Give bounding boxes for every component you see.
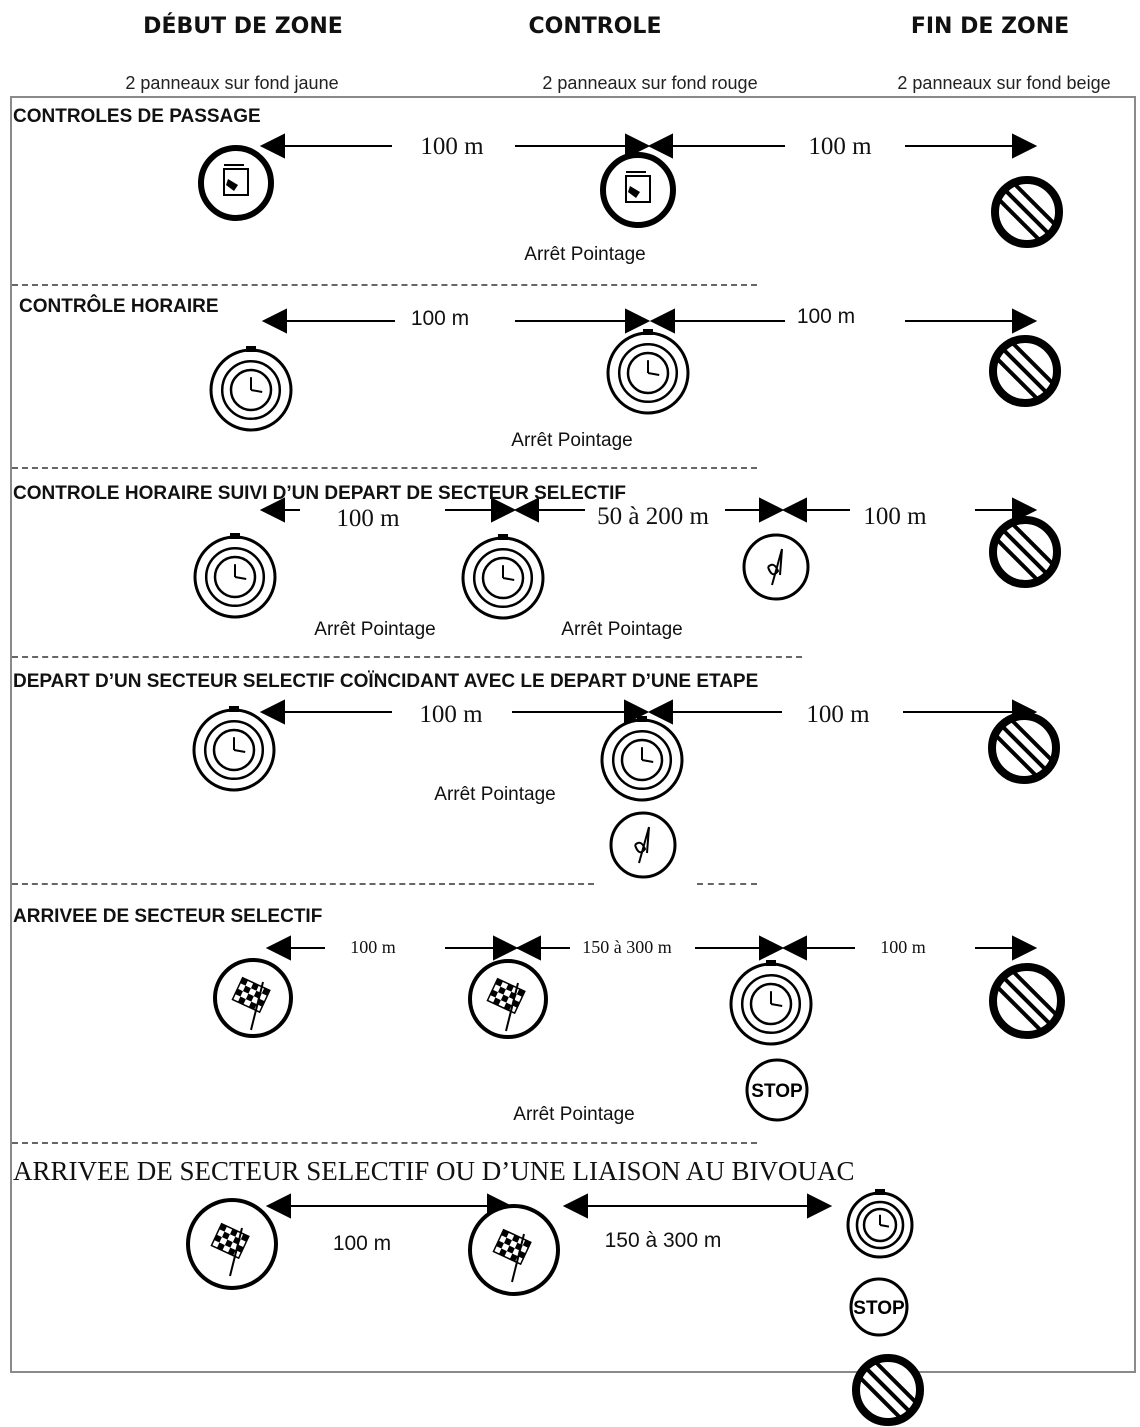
distance-label: 100 m bbox=[416, 133, 488, 161]
arrowhead bbox=[625, 133, 651, 159]
end-zone-sign bbox=[991, 176, 1063, 248]
stop-sign: STOP bbox=[745, 1058, 809, 1122]
stop-text: STOP bbox=[853, 1298, 905, 1319]
arrowhead bbox=[265, 1193, 291, 1219]
time-control-sign bbox=[193, 533, 277, 619]
diagram-frame bbox=[10, 96, 1136, 1373]
arrowhead bbox=[265, 935, 291, 961]
end-zone-sign bbox=[989, 516, 1061, 588]
end-zone-sign bbox=[989, 963, 1065, 1039]
section-separator bbox=[12, 284, 757, 286]
time-control-sign bbox=[209, 346, 293, 432]
section-separator bbox=[12, 467, 757, 469]
stop-sign: STOP bbox=[849, 1277, 909, 1337]
section-title-controle-horaire: CONTRÔLE HORAIRE bbox=[19, 296, 219, 317]
arrowhead bbox=[759, 497, 785, 523]
checkered-flag-sign bbox=[213, 958, 293, 1038]
time-control-sign bbox=[600, 716, 684, 802]
distance-label: 150 à 300 m bbox=[604, 1229, 722, 1252]
arrowhead bbox=[1012, 935, 1038, 961]
start-selective-sign bbox=[609, 811, 677, 879]
checkered-flag-sign bbox=[186, 1198, 278, 1290]
arrowhead bbox=[647, 699, 673, 725]
subheader-fin: 2 panneaux sur fond beige bbox=[897, 73, 1111, 93]
distance-label: 100 m bbox=[804, 133, 876, 161]
arrowhead bbox=[259, 497, 285, 523]
end-zone-sign bbox=[988, 712, 1060, 784]
distance-label: 100 m bbox=[332, 505, 404, 533]
distance-label: 100 m bbox=[415, 701, 487, 729]
section-title-depart-secteur-etape: DEPART D’UN SECTEUR SELECTIF COÏNCIDANT … bbox=[13, 671, 759, 692]
distance-label: 150 à 300 m bbox=[578, 937, 676, 958]
distance-label: 100 m bbox=[876, 937, 930, 958]
distance-label: 100 m bbox=[859, 503, 931, 531]
arrowhead bbox=[493, 935, 519, 961]
time-control-sign bbox=[606, 329, 690, 415]
section-title-arrivee-bivouac: ARRIVEE DE SECTEUR SELECTIF OU D’UNE LIA… bbox=[13, 1156, 855, 1186]
header-controle: CONTROLE bbox=[528, 14, 662, 39]
arret-pointage-label: Arrêt Pointage bbox=[434, 784, 556, 805]
section-separator bbox=[697, 883, 757, 885]
arrowhead bbox=[759, 935, 785, 961]
arrowhead bbox=[1012, 497, 1038, 523]
header-fin-de-zone: FIN DE ZONE bbox=[910, 14, 1070, 39]
arrowhead bbox=[491, 497, 517, 523]
section-separator bbox=[12, 883, 594, 885]
arrowhead bbox=[625, 308, 651, 334]
header-debut-de-zone: DÉBUT DE ZONE bbox=[143, 14, 343, 39]
arret-pointage-label: Arrêt Pointage bbox=[314, 619, 436, 640]
distance-label: 100 m bbox=[332, 1232, 392, 1255]
arret-pointage-label: Arrêt Pointage bbox=[513, 1104, 635, 1125]
arret-pointage-label: Arrêt Pointage bbox=[561, 619, 683, 640]
distance-label: 100 m bbox=[410, 307, 470, 330]
arrowhead bbox=[515, 935, 541, 961]
passage-stamp-sign bbox=[198, 145, 274, 221]
section-separator bbox=[12, 1142, 757, 1144]
time-control-sign bbox=[846, 1189, 914, 1259]
arrowhead bbox=[562, 1193, 588, 1219]
section-title-arrivee-secteur: ARRIVEE DE SECTEUR SELECTIF bbox=[13, 906, 323, 927]
arrowhead bbox=[649, 308, 675, 334]
arrowhead bbox=[807, 1193, 833, 1219]
subheader-controle: 2 panneaux sur fond rouge bbox=[542, 73, 758, 93]
arrowhead bbox=[647, 133, 673, 159]
arrowhead bbox=[1012, 308, 1038, 334]
arrowhead bbox=[1012, 133, 1038, 159]
subheader-debut: 2 panneaux sur fond jaune bbox=[125, 73, 339, 93]
distance-label: 100 m bbox=[802, 701, 874, 729]
section-separator bbox=[12, 656, 802, 658]
time-control-sign bbox=[192, 706, 276, 792]
end-zone-sign bbox=[852, 1354, 924, 1426]
arret-pointage-label: Arrêt Pointage bbox=[511, 430, 633, 451]
distance-label: 100 m bbox=[796, 305, 856, 328]
stop-text: STOP bbox=[751, 1081, 803, 1102]
arrowhead bbox=[624, 699, 650, 725]
arrowhead bbox=[513, 497, 539, 523]
arrowhead bbox=[259, 133, 285, 159]
checkered-flag-sign bbox=[468, 959, 548, 1039]
distance-label: 50 à 200 m bbox=[593, 503, 713, 531]
section-title-controles-de-passage: CONTROLES DE PASSAGE bbox=[13, 106, 261, 127]
end-zone-sign bbox=[989, 335, 1061, 407]
distance-label: 100 m bbox=[346, 937, 400, 958]
section-title-controle-horaire-depart: CONTROLE HORAIRE SUIVI D’UN DEPART DE SE… bbox=[13, 483, 626, 504]
passage-stamp-sign bbox=[600, 152, 676, 228]
arret-pointage-label: Arrêt Pointage bbox=[524, 244, 646, 265]
start-selective-sign bbox=[742, 533, 810, 601]
arrowhead bbox=[259, 699, 285, 725]
arrowhead bbox=[781, 497, 807, 523]
arrowhead bbox=[261, 308, 287, 334]
time-control-sign bbox=[461, 534, 545, 620]
time-control-sign bbox=[729, 960, 813, 1046]
checkered-flag-sign bbox=[468, 1204, 560, 1296]
arrowhead bbox=[781, 935, 807, 961]
